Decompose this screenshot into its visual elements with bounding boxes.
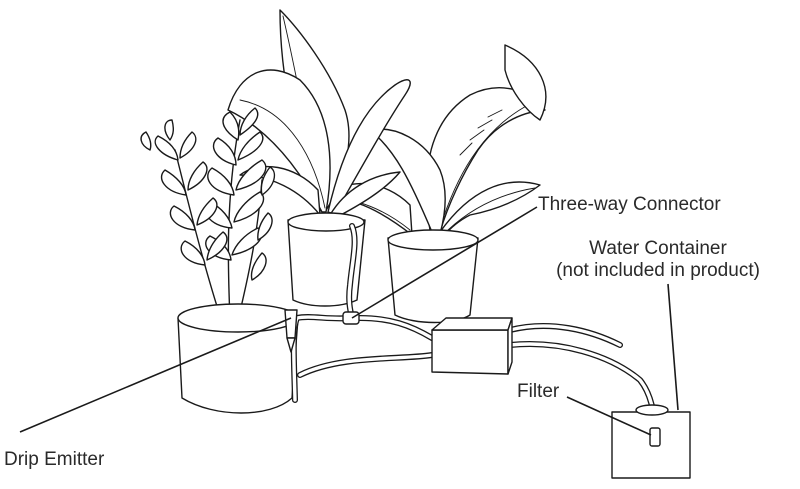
- label-three-way-connector: Three-way Connector: [538, 194, 721, 215]
- leader-drip-emitter: [19, 317, 292, 433]
- front-left-plant: [140, 107, 276, 323]
- leaf: [327, 79, 411, 215]
- three-way-connector: [342, 311, 360, 325]
- drip-emitter: [284, 309, 298, 353]
- back-middle-plant: [227, 9, 411, 219]
- leaf: [425, 87, 546, 233]
- leader-filter: [566, 396, 652, 436]
- leaf: [439, 181, 541, 237]
- label-drip-emitter: Drip Emitter: [4, 449, 105, 470]
- right-pot: [387, 229, 479, 324]
- leaf: [369, 128, 446, 235]
- middle-pot: [287, 212, 366, 307]
- leaf: [329, 171, 401, 219]
- leaf: [504, 44, 547, 121]
- label-water-container: Water Container (not included in product…: [538, 238, 778, 282]
- leader-water-container: [667, 283, 679, 411]
- front-left-pot: [177, 303, 299, 414]
- label-water-container-line2: (not included in product): [556, 260, 760, 281]
- label-water-container-line1: Water Container: [589, 238, 727, 259]
- label-filter: Filter: [517, 381, 560, 402]
- filter: [649, 427, 661, 447]
- leader-three-way-connector: [351, 206, 538, 319]
- leaf: [227, 69, 331, 213]
- leaf: [239, 165, 321, 216]
- pump-box: [431, 317, 513, 375]
